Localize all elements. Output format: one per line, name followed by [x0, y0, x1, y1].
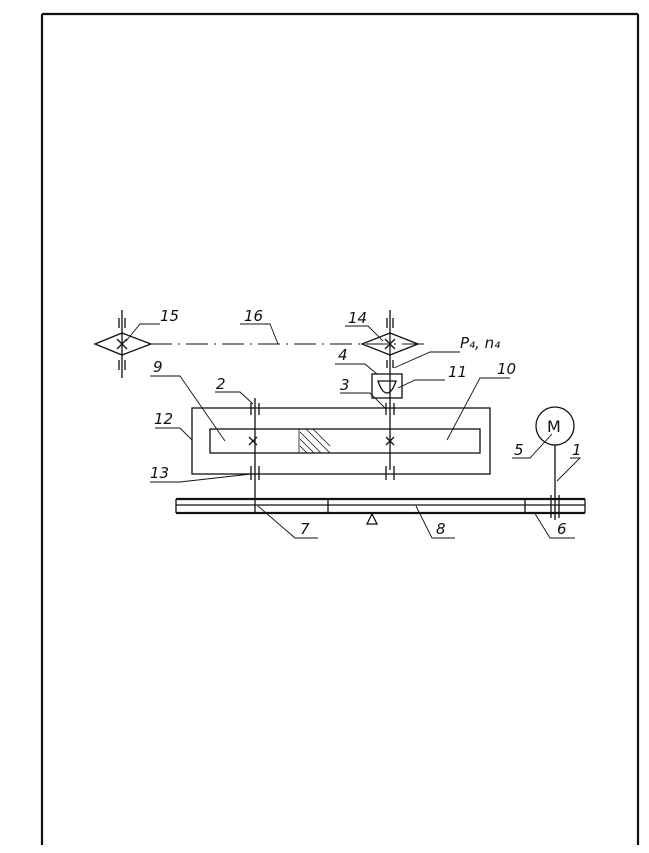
label-4: 4	[338, 346, 348, 364]
label-5: 5	[514, 441, 524, 459]
label-10: 10	[497, 360, 516, 378]
label-15: 15	[160, 307, 179, 325]
label-16: 16	[244, 307, 263, 325]
clutch-icon	[371, 373, 403, 399]
label-1: 1	[572, 441, 582, 459]
sprocket-left-icon	[93, 310, 153, 378]
callout-labels: 15 16 14 P₄, n₄ 4 11 9 2 3 10 12 13 M 5 …	[150, 307, 582, 538]
label-3: 3	[340, 376, 350, 394]
label-9: 9	[153, 358, 163, 376]
label-13: 13	[150, 464, 169, 482]
label-11: 11	[448, 363, 467, 381]
gearbox-housing	[191, 407, 491, 475]
label-motor-m: M	[547, 417, 561, 436]
shaft-right	[385, 403, 395, 480]
label-2: 2	[216, 375, 226, 393]
label-6: 6	[557, 520, 567, 538]
leader-lines	[125, 323, 582, 539]
sprocket-right-icon	[360, 310, 420, 470]
drawing-frame	[40, 12, 640, 845]
motor-icon	[535, 406, 575, 520]
support-triangle-icon	[365, 512, 379, 525]
label-power-speed: P₄, n₄	[460, 334, 500, 352]
belt-drive	[175, 497, 586, 525]
label-8: 8	[436, 520, 446, 538]
shaft-left	[248, 398, 260, 514]
label-12: 12	[154, 410, 173, 428]
label-7: 7	[300, 520, 310, 538]
label-14: 14	[348, 309, 367, 327]
